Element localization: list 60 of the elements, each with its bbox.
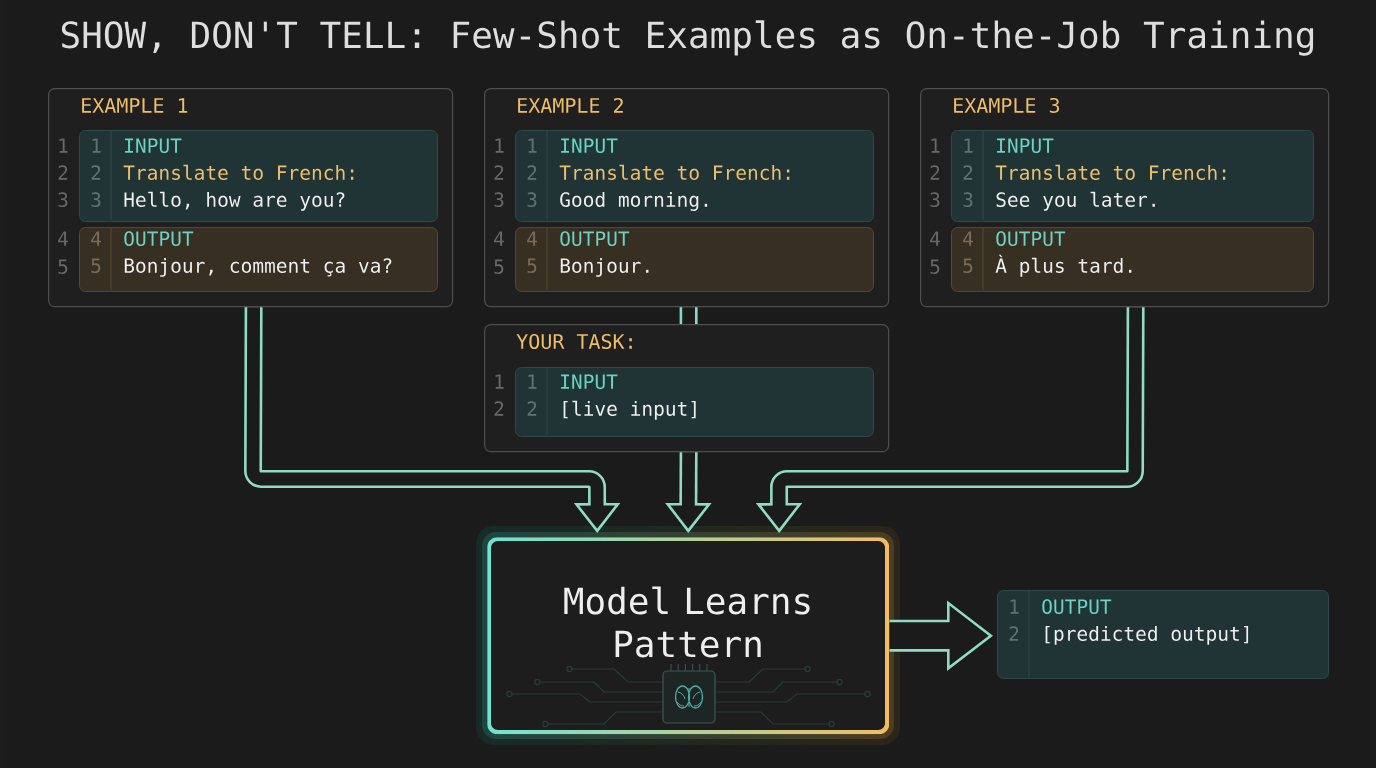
line-number: 1 [528,138,537,153]
line-number: 3 [91,192,101,207]
line-number: 4 [930,231,940,246]
line-number: 4 [58,231,68,246]
line-number: 1 [1010,599,1019,614]
field-label: INPUT [997,138,1054,153]
section-heading: EXAMPLE 1 [82,98,188,113]
line-number: 1 [92,138,101,153]
line-number: 3 [494,192,504,207]
field-label: OUTPUT [560,231,630,246]
line-number: 5 [963,258,973,273]
line-number: 3 [930,192,940,207]
line-number: 4 [494,231,504,246]
line-number: 5 [930,259,940,274]
line-number: 2 [91,165,101,180]
line-number: 2 [527,165,537,180]
line-number: 3 [527,192,537,207]
line-number: 3 [963,192,973,207]
example-text: Good morning. [560,191,708,211]
placeholder-text: [live input] [563,400,696,420]
line-number: 5 [494,259,504,274]
instruction-text: Translate to French: [559,164,790,180]
line-number: 3 [58,192,68,207]
line-number: 2 [494,401,504,416]
line-number: 5 [91,258,101,273]
line-number: 2 [1009,626,1019,641]
instruction-text: Translate to French: [995,164,1226,180]
field-label: INPUT [561,138,618,153]
section-heading: EXAMPLE 3 [954,97,1060,113]
field-label: OUTPUT [996,231,1066,246]
example-text: See you later. [996,191,1155,211]
line-number: 5 [58,259,68,274]
field-label: INPUT [125,138,182,153]
line-number: 2 [930,165,940,180]
line-number: 4 [91,231,101,246]
field-label: OUTPUT [1042,599,1112,614]
example-text: À plus tard. [995,254,1132,277]
field-label: OUTPUT [124,231,194,246]
line-number: 1 [59,138,68,153]
line-number: 5 [527,258,537,273]
line-number: 2 [963,165,973,180]
example-text: Bonjour, comment ça va? [124,257,392,277]
line-number: 4 [527,231,537,246]
line-number: 2 [527,401,537,416]
field-label: INPUT [561,374,618,389]
line-number: 1 [964,138,973,153]
section-heading: EXAMPLE 2 [518,97,623,113]
line-number: 4 [963,231,973,246]
line-number: 2 [494,165,504,180]
example-text: Hello, how are you? [124,191,345,211]
line-number: 1 [528,374,537,389]
line-number: 1 [931,138,940,153]
title: SHOW, DON'T TELL: Few-Shot Examples as On-the-Job Training [61,20,1314,56]
section-heading: YOUR TASK: [516,333,632,349]
example-text: Bonjour. [560,257,649,277]
instruction-text: Translate to French: [123,164,354,180]
line-number: 1 [495,138,504,153]
line-number: 2 [58,165,68,180]
placeholder-text: [predicted output] [1045,625,1249,645]
line-number: 1 [495,374,504,389]
